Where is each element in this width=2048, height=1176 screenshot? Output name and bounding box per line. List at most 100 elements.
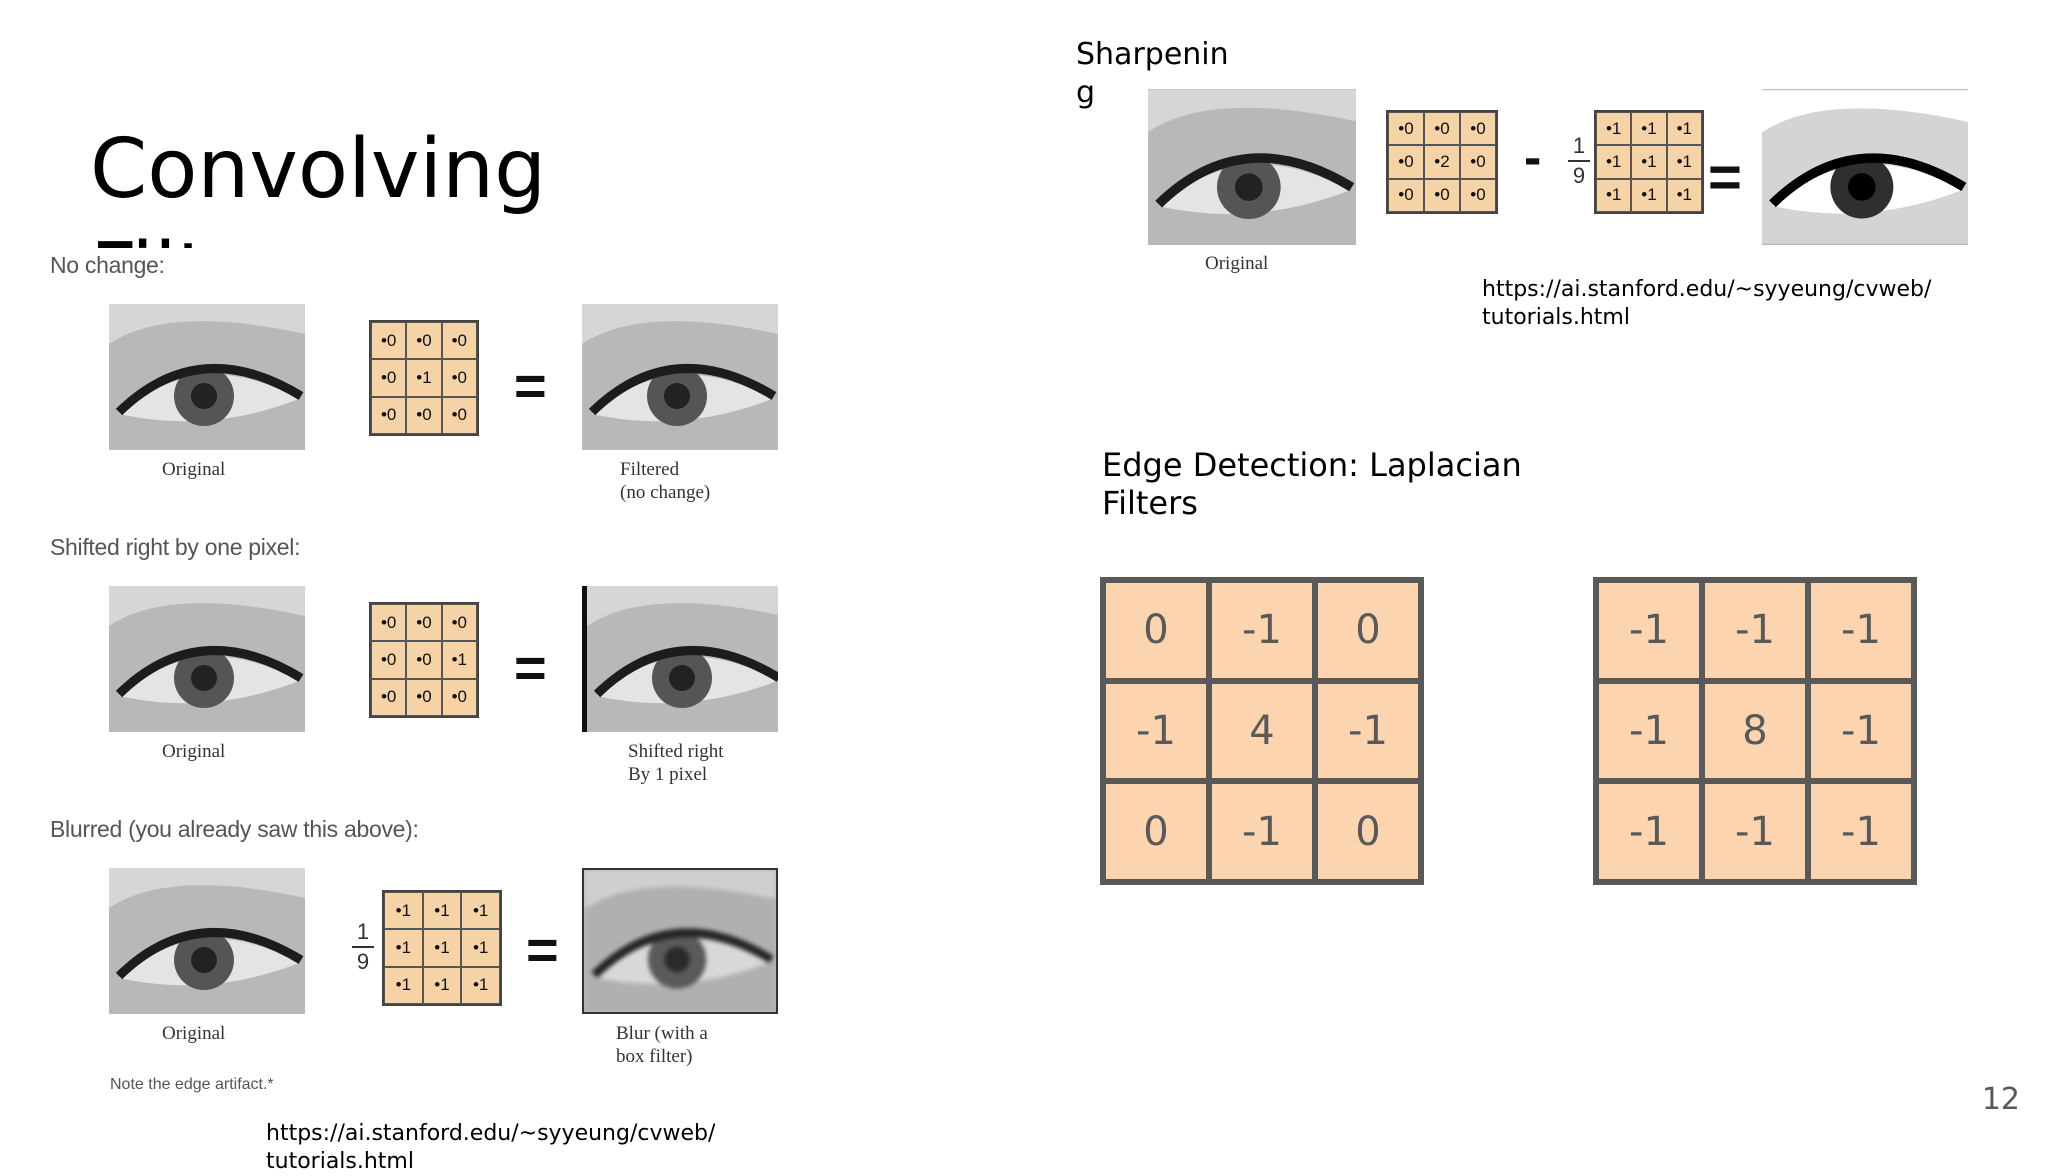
eye-image-original — [109, 586, 305, 732]
fraction-denominator: 9 — [1572, 163, 1586, 188]
kernel-cell: •0 — [441, 678, 477, 716]
caption-blur: Blur (with a box filter) — [616, 1023, 708, 1067]
kernel-cell: •1 — [1596, 145, 1632, 179]
fraction-bar — [352, 946, 374, 948]
kernel-cell: •2 — [1424, 145, 1460, 179]
kernel-cell: •0 — [406, 678, 442, 716]
caption-shifted: Shifted right By 1 pixel — [628, 741, 724, 785]
kernel-cell: •0 — [1460, 112, 1496, 146]
section-label-shift: Shifted right by one pixel: — [50, 534, 301, 560]
kernel-cell: •0 — [406, 396, 442, 434]
source-url-left[interactable]: https://ai.stanford.edu/~syyeung/cvweb/ … — [266, 1121, 716, 1174]
kernel-cell: -1 — [1596, 781, 1702, 882]
kernel-cell: •1 — [461, 966, 500, 1004]
kernel-cell: •1 — [461, 929, 500, 967]
kernel-cell: •1 — [384, 966, 423, 1004]
eye-image-sharpened — [1762, 89, 1968, 245]
kernel-cell: •0 — [1388, 145, 1424, 179]
eye-image-original — [109, 868, 305, 1014]
caption-original: Original — [1205, 253, 1269, 274]
kernel-cell: 0 — [1315, 580, 1421, 681]
kernel-cell: -1 — [1808, 781, 1914, 882]
kernel-cell: 0 — [1103, 781, 1209, 882]
eye-image-shifted — [582, 586, 778, 732]
laplacian-kernel-8: -1 -1 -1 -1 8 -1 -1 -1 -1 — [1593, 577, 1917, 885]
kernel-cell: -1 — [1596, 580, 1702, 681]
kernel-cell: -1 — [1103, 680, 1209, 782]
kernel-cell: •1 — [384, 892, 423, 930]
kernel-cell: •1 — [1666, 178, 1702, 212]
caption-filtered: Filtered (no change) — [620, 459, 711, 503]
kernel-cell: •1 — [422, 892, 462, 930]
kernel-sharpen-box: •1 •1 •1 •1 •1 •1 •1 •1 •1 — [1594, 110, 1704, 214]
kernel-cell: •0 — [441, 396, 477, 434]
kernel-sharpen-center: •0 •0 •0 •0 •2 •0 •0 •0 •0 — [1386, 110, 1498, 214]
kernel-cell: •1 — [422, 929, 462, 967]
kernel-identity: •0 •0 •0 •0 •1 •0 •0 •0 •0 — [369, 320, 479, 436]
equals-sign: = — [514, 354, 547, 417]
caption-original: Original — [162, 459, 226, 480]
kernel-cell: 4 — [1209, 680, 1315, 782]
minus-sign: - — [1524, 129, 1542, 187]
kernel-cell: •1 — [384, 929, 423, 967]
eye-image-blurred — [582, 868, 778, 1014]
kernel-cell: -1 — [1209, 580, 1315, 681]
kernel-cell: •0 — [406, 322, 442, 360]
equals-sign: = — [514, 636, 547, 699]
eye-image-original — [109, 304, 305, 450]
fraction-denominator: 9 — [356, 949, 370, 974]
kernel-cell: •1 — [1666, 145, 1702, 179]
kernel-cell: 0 — [1315, 781, 1421, 882]
kernel-cell: •0 — [1424, 112, 1460, 146]
section-label-no-change: No change: — [50, 252, 165, 278]
kernel-cell: •0 — [371, 359, 407, 397]
edge-artifact-note: Note the edge artifact.* — [110, 1076, 274, 1093]
kernel-cell: -1 — [1702, 781, 1808, 882]
page-number: 12 — [1981, 1082, 2020, 1117]
kernel-cell: •1 — [1666, 112, 1702, 146]
kernel-cell: •0 — [371, 678, 407, 716]
kernel-cell: •0 — [1460, 178, 1496, 212]
kernel-cell: •0 — [441, 359, 477, 397]
kernel-box-blur: •1 •1 •1 •1 •1 •1 •1 •1 •1 — [382, 890, 502, 1006]
kernel-cell: •1 — [406, 359, 442, 397]
kernel-cell: -1 — [1209, 781, 1315, 882]
kernel-cell: 8 — [1702, 680, 1808, 782]
kernel-cell: -1 — [1702, 580, 1808, 681]
kernel-cell: •0 — [1424, 178, 1460, 212]
kernel-cell: -1 — [1808, 580, 1914, 681]
kernel-cell: •1 — [441, 641, 477, 679]
kernel-cell: •1 — [1631, 112, 1667, 146]
kernel-cell: •0 — [371, 641, 407, 679]
kernel-cell: •0 — [441, 322, 477, 360]
edge-detection-label: Edge Detection: Laplacian Filters — [1102, 446, 1522, 522]
caption-original: Original — [162, 1023, 226, 1044]
kernel-cell: •0 — [406, 604, 442, 642]
equals-sign: = — [526, 918, 559, 981]
kernel-cell: •1 — [422, 966, 462, 1004]
equals-sign: = — [1708, 145, 1742, 210]
kernel-cell: •1 — [461, 892, 500, 930]
fraction-one-ninth: 1 9 — [352, 920, 374, 974]
kernel-cell: •0 — [1388, 178, 1424, 212]
kernel-cell: •1 — [1631, 178, 1667, 212]
kernel-cell: 0 — [1103, 580, 1209, 681]
eye-image-filtered — [582, 304, 778, 450]
laplacian-kernel-4: 0 -1 0 -1 4 -1 0 -1 0 — [1100, 577, 1424, 885]
source-url-right[interactable]: https://ai.stanford.edu/~syyeung/cvweb/ … — [1482, 277, 1932, 330]
fraction-numerator: 1 — [356, 919, 370, 944]
kernel-cell: -1 — [1808, 680, 1914, 782]
kernel-cell: •0 — [371, 604, 407, 642]
kernel-cell: •1 — [1596, 112, 1632, 146]
kernel-cell: •0 — [371, 322, 407, 360]
fraction-bar — [1568, 160, 1590, 162]
kernel-cell: •0 — [371, 396, 407, 434]
eye-image-sharpen-original — [1148, 89, 1356, 245]
kernel-cell: •0 — [406, 641, 442, 679]
kernel-cell: •0 — [1460, 145, 1496, 179]
kernel-cell: •1 — [1631, 145, 1667, 179]
kernel-cell: -1 — [1596, 680, 1702, 782]
section-label-blur: Blurred (you already saw this above): — [50, 816, 419, 842]
convolution-examples-figure: No change: •0 •0 •0 •0 •1 •0 •0 •0 •0 = — [46, 248, 786, 1098]
sharpening-label: Sharpening — [1076, 37, 1229, 110]
